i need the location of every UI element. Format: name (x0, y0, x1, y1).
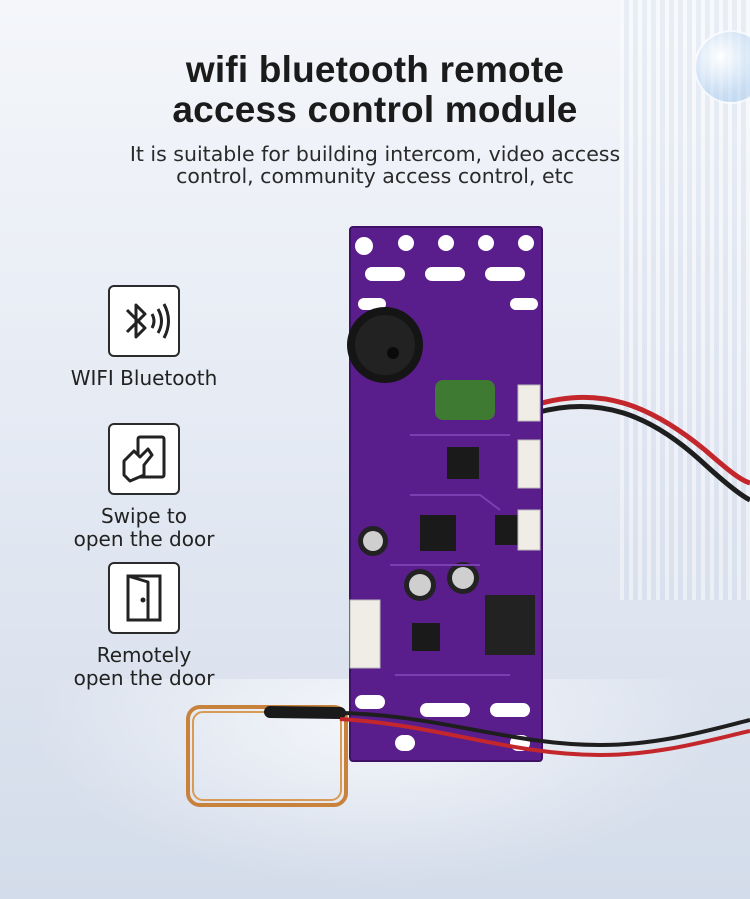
title-line-2: access control module (172, 89, 578, 130)
page-subtitle: It is suitable for building intercom, vi… (0, 143, 750, 187)
page-title: wifi bluetooth remote access control mod… (0, 50, 750, 130)
feature-label: Swipe to open the door (73, 504, 215, 551)
circuit-board-image (180, 225, 750, 815)
feature-label: Remotely open the door (73, 643, 215, 690)
feature-wifi-bluetooth: WIFI Bluetooth (34, 285, 254, 390)
swipe-card-icon (108, 423, 180, 495)
decorative-bubble (694, 30, 750, 104)
feature-label: WIFI Bluetooth (70, 366, 218, 390)
bluetooth-wifi-icon (108, 285, 180, 357)
door-icon (108, 562, 180, 634)
title-line-1: wifi bluetooth remote (185, 49, 565, 90)
feature-remote-open: Remotely open the door (34, 562, 254, 690)
feature-swipe: Swipe to open the door (34, 423, 254, 551)
subtitle-line-1: It is suitable for building intercom, vi… (129, 142, 621, 166)
subtitle-line-2: control, community access control, etc (176, 164, 574, 188)
